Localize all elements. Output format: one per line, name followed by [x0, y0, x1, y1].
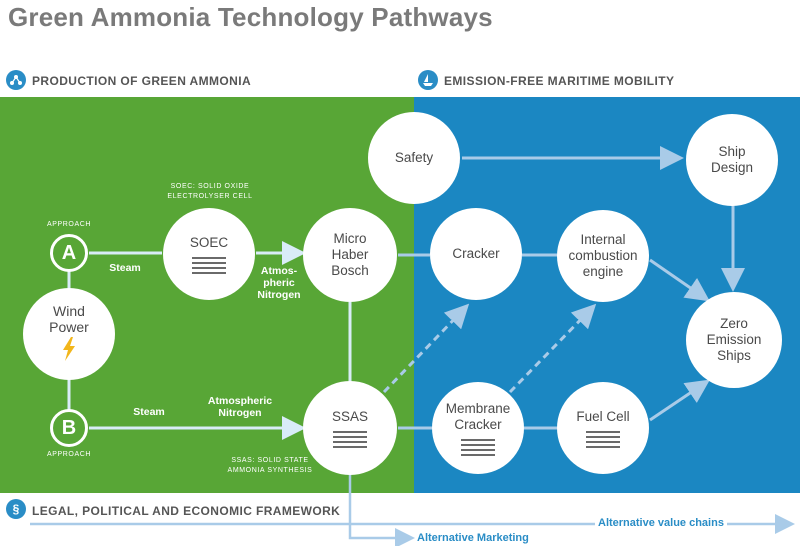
wind-label-line1: Wind [53, 303, 85, 319]
node-soec: SOEC [163, 208, 255, 300]
node-fuel-cell: Fuel Cell [557, 382, 649, 474]
soec-label: SOEC [189, 234, 229, 250]
ice-line2: combustion [568, 248, 638, 263]
node-internal-combustion-engine: Internal combustion engine [557, 210, 649, 302]
zero-line1: Zero [720, 316, 748, 331]
membrane-line2: Cracker [454, 416, 502, 432]
ship-design-line2: Design [710, 160, 754, 175]
soec-note-line2: ELECTROLYSER CELL [167, 193, 253, 200]
atmo-a-line2: pheric [263, 277, 295, 289]
cracker-label: Cracker [452, 246, 500, 261]
atmospheric-nitrogen-a-label: Atmos- pheric Nitrogen [248, 265, 310, 301]
node-ssas: SSAS [303, 381, 397, 475]
approach-b-marker: B [50, 409, 88, 447]
soec-note: SOEC: SOLID OXIDE ELECTROLYSER CELL [160, 182, 260, 202]
stack-icon [461, 438, 495, 456]
stack-icon [586, 430, 620, 448]
page-title: Green Ammonia Technology Pathways [8, 2, 493, 32]
atmo-a-line3: Nitrogen [257, 289, 301, 301]
membrane-line1: Membrane [445, 400, 511, 416]
ship-icon [418, 70, 438, 90]
fuel-cell-label: Fuel Cell [576, 408, 630, 424]
ssas-note: SSAS: SOLID STATE AMMONIA SYNTHESIS [222, 456, 318, 476]
approach-a-caption: APPROACH [46, 221, 92, 228]
legal-section-label: LEGAL, POLITICAL AND ECONOMIC FRAMEWORK [32, 504, 341, 518]
atmo-b-line2: Nitrogen [218, 407, 262, 419]
node-zero-emission-ships: Zero Emission Ships [686, 292, 782, 388]
maritime-section-label: EMISSION-FREE MARITIME MOBILITY [444, 74, 675, 88]
lightning-icon [61, 337, 77, 365]
steam-b-label: Steam [133, 406, 165, 418]
alternative-marketing-label: Alternative Marketing [417, 532, 529, 544]
approach-a-marker: A [50, 234, 88, 272]
paragraph-icon: § [6, 499, 26, 519]
stack-icon [192, 256, 226, 274]
ice-line3: engine [582, 264, 624, 279]
haber-line2: Haber [331, 247, 369, 262]
soec-note-line1: SOEC: SOLID OXIDE [170, 183, 250, 190]
approach-b-caption: APPROACH [46, 451, 92, 458]
zero-line2: Emission [706, 332, 762, 347]
molecule-icon [6, 70, 26, 90]
alternative-value-chains-label: Alternative value chains [595, 517, 727, 529]
node-micro-haber-bosch: Micro Haber Bosch [303, 208, 397, 302]
haber-line3: Bosch [331, 263, 369, 278]
node-safety: Safety [368, 112, 460, 204]
stack-icon [333, 430, 367, 448]
ssas-note-line2: AMMONIA SYNTHESIS [227, 467, 313, 474]
node-ship-design: Ship Design [686, 114, 778, 206]
steam-a-label: Steam [109, 262, 141, 274]
safety-label: Safety [394, 150, 434, 165]
node-membrane-cracker: Membrane Cracker [432, 382, 524, 474]
production-section-label: PRODUCTION OF GREEN AMMONIA [32, 74, 252, 88]
atmo-b-line1: Atmospheric [207, 395, 273, 407]
ssas-label: SSAS [331, 408, 369, 424]
node-wind-power: Wind Power [23, 288, 115, 380]
haber-line1: Micro [333, 231, 367, 246]
ship-design-line1: Ship [718, 144, 746, 159]
atmospheric-nitrogen-b-label: Atmospheric Nitrogen [198, 395, 282, 419]
ssas-note-line1: SSAS: SOLID STATE [231, 457, 309, 464]
atmo-a-line1: Atmos- [260, 265, 298, 277]
wind-label-line2: Power [49, 319, 89, 335]
zero-line3: Ships [717, 348, 751, 363]
node-cracker: Cracker [430, 208, 522, 300]
ice-line1: Internal [580, 232, 626, 247]
